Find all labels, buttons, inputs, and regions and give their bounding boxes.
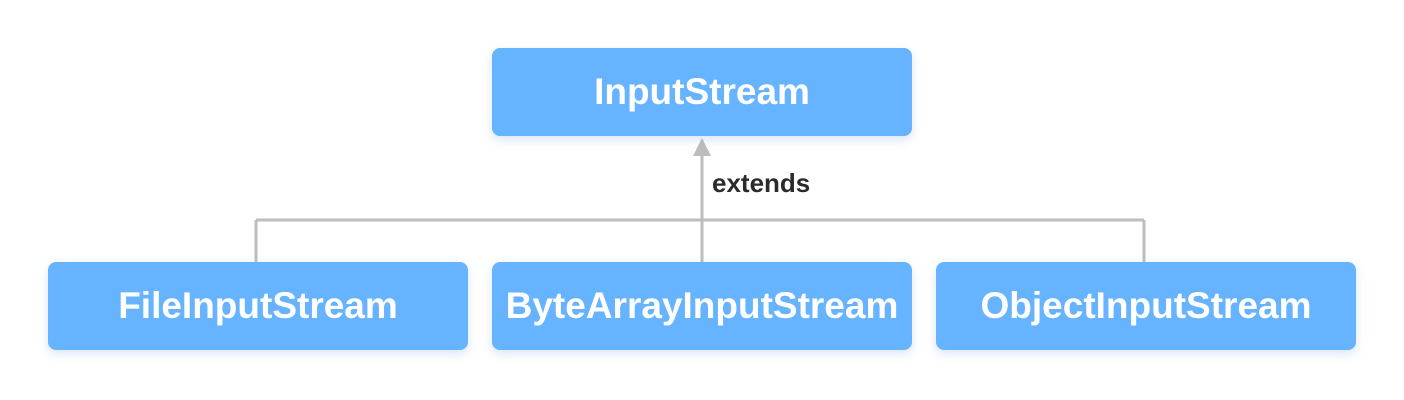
arrowhead-icon bbox=[693, 138, 711, 156]
child-class-node-object: ObjectInputStream bbox=[936, 262, 1356, 350]
child-class-node-file: FileInputStream bbox=[48, 262, 468, 350]
child-class-node-bytearray: ByteArrayInputStream bbox=[492, 262, 912, 350]
extends-label: extends bbox=[712, 168, 811, 198]
parent-class-node: InputStream bbox=[492, 48, 912, 136]
